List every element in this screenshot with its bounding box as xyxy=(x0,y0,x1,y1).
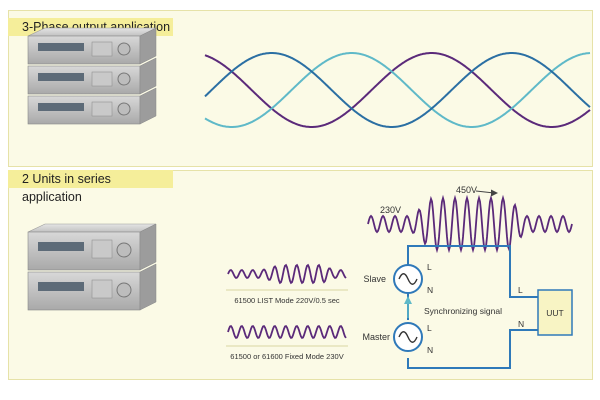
control-knob xyxy=(117,102,131,116)
stack-top-lid xyxy=(27,27,157,37)
series-title: 2 Units in series application xyxy=(8,170,173,204)
control-knob xyxy=(116,282,132,298)
slave-l-terminal: L xyxy=(427,262,432,272)
keypad xyxy=(91,101,113,117)
uut-l-terminal: L xyxy=(518,285,523,295)
sine-symbol-icon xyxy=(398,273,418,285)
control-knob xyxy=(116,242,132,258)
lcd-display xyxy=(38,282,84,291)
power-source-unit xyxy=(27,27,157,65)
phase-a-wave xyxy=(204,52,591,128)
stack-top-lid xyxy=(27,223,157,233)
slave-label: Slave xyxy=(363,274,386,284)
power-source-unit xyxy=(27,223,157,271)
master-label: Master xyxy=(362,332,390,342)
caption-fixed-mode: 61500 or 61600 Fixed Mode 230V xyxy=(230,352,343,361)
lcd-display xyxy=(38,43,84,51)
keypad xyxy=(91,71,113,87)
sync-arrow-head xyxy=(404,296,412,304)
sine-symbol-icon xyxy=(398,331,418,343)
control-knob xyxy=(117,42,131,56)
lcd-display xyxy=(38,73,84,81)
keypad xyxy=(91,239,113,259)
arrow-head xyxy=(491,189,498,197)
power-source-unit xyxy=(27,57,157,95)
label-450v: 450V xyxy=(456,185,477,195)
power-source-stack-three xyxy=(27,27,157,125)
phase-b-wave xyxy=(204,52,591,128)
power-source-unit xyxy=(27,87,157,125)
master-wave xyxy=(227,325,347,339)
uut-n-terminal: N xyxy=(518,319,524,329)
master-l-terminal: L xyxy=(427,323,432,333)
keypad xyxy=(91,279,113,299)
uut-label: UUT xyxy=(546,308,563,318)
uut-box xyxy=(537,289,573,336)
caption-list-mode: 61500 LIST Mode 220V/0.5 sec xyxy=(234,296,340,305)
sync-signal-label: Synchronizing signal xyxy=(424,306,502,316)
slave-wave xyxy=(227,263,347,285)
label-230v: 230V xyxy=(380,205,401,215)
control-knob xyxy=(117,72,131,86)
power-source-unit xyxy=(27,263,157,311)
keypad xyxy=(91,41,113,57)
power-source-stack-two xyxy=(27,223,157,311)
series-output-wave xyxy=(367,194,573,254)
lcd-display xyxy=(38,103,84,111)
lcd-display xyxy=(38,242,84,251)
phase-c-wave xyxy=(204,52,591,128)
master-n-terminal: N xyxy=(427,345,433,355)
slave-n-terminal: N xyxy=(427,285,433,295)
